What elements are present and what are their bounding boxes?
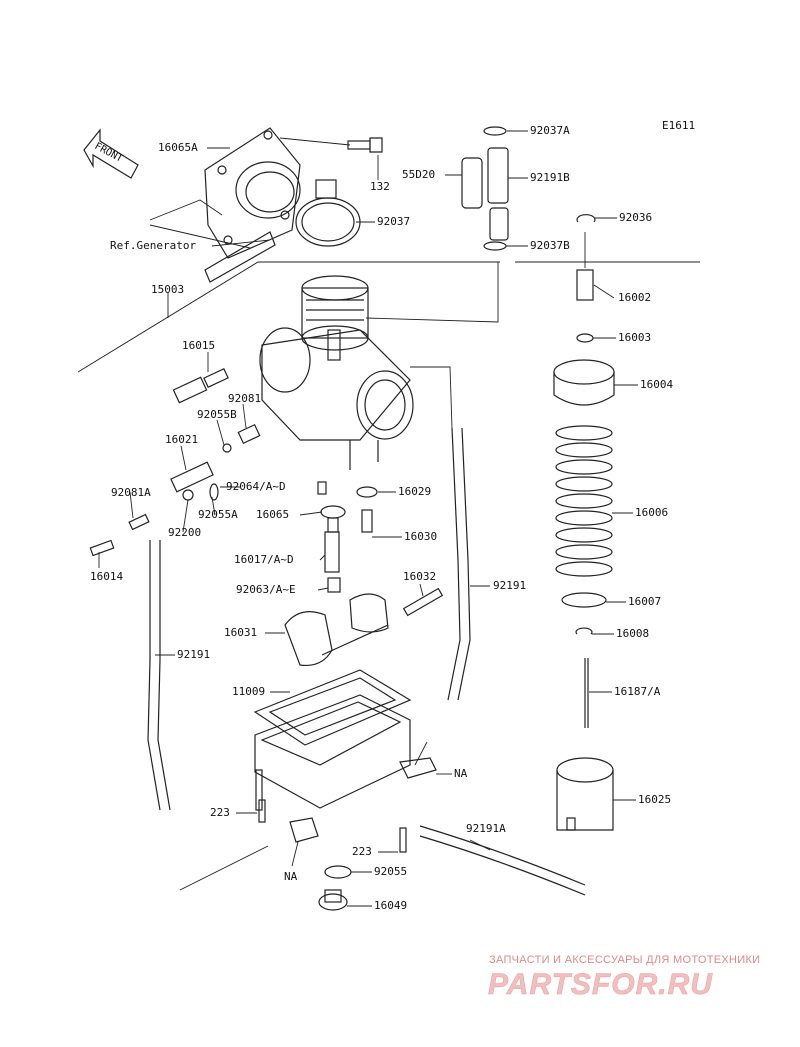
float-drawing — [284, 593, 389, 667]
label-92081A: 92081A — [111, 486, 151, 499]
label-223-left: 223 — [210, 806, 230, 819]
label-92055B: 92055B — [197, 408, 237, 421]
intake-holder-drawing — [204, 127, 301, 259]
label-16015: 16015 — [182, 339, 215, 352]
label-16031: 16031 — [224, 626, 257, 639]
generator-strip-drawing — [204, 231, 276, 283]
carb-left-parts-drawing — [89, 368, 261, 557]
label-16021: 16021 — [165, 433, 198, 446]
hoses-drawing — [147, 427, 586, 896]
label-16065A: 16065A — [158, 141, 198, 154]
label-16017-A-D: 16017/A~D — [234, 553, 294, 566]
bolt-drawing — [347, 137, 383, 153]
label-16049: 16049 — [374, 899, 407, 912]
throttle-stack-drawing — [553, 214, 615, 831]
clamp-drawing — [295, 179, 361, 247]
diagram-code: E1611 — [662, 119, 695, 132]
label-92191-left: 92191 — [177, 648, 210, 661]
label-15003: 15003 — [151, 283, 184, 296]
label-92055: 92055 — [374, 865, 407, 878]
label-16007: 16007 — [628, 595, 661, 608]
watermark-logo: PARTSFOR.RU — [488, 968, 713, 1001]
label-92064-A-D: 92064/A~D — [226, 480, 286, 493]
label-na-right: NA — [454, 767, 468, 780]
label-16187-A: 16187/A — [614, 685, 661, 698]
label-92081: 92081 — [228, 392, 261, 405]
label-92191A: 92191A — [466, 822, 506, 835]
label-16032: 16032 — [403, 570, 436, 583]
float-bowl-drawing — [253, 669, 437, 911]
label-16030: 16030 — [404, 530, 437, 543]
label-ref-generator: Ref.Generator — [110, 239, 196, 252]
label-16065: 16065 — [256, 508, 289, 521]
label-92200: 92200 — [168, 526, 201, 539]
carburetor-body-drawing — [259, 275, 414, 470]
label-92191-right: 92191 — [493, 579, 526, 592]
front-label: FRONT — [93, 141, 125, 165]
label-16003: 16003 — [618, 331, 651, 344]
label-16004: 16004 — [640, 378, 673, 391]
label-16002: 16002 — [618, 291, 651, 304]
label-55D20: 55D20 — [402, 168, 435, 181]
label-16008: 16008 — [616, 627, 649, 640]
label-16025: 16025 — [638, 793, 671, 806]
label-92055A: 92055A — [198, 508, 238, 521]
label-16014: 16014 — [90, 570, 123, 583]
leader-lines — [98, 130, 638, 907]
jet-parts-drawing — [317, 481, 444, 617]
label-92063-A-E: 92063/A~E — [236, 583, 296, 596]
label-92191B: 92191B — [530, 171, 570, 184]
label-na-left: NA — [284, 870, 298, 883]
label-132: 132 — [370, 180, 390, 193]
label-92036: 92036 — [619, 211, 652, 224]
label-92037B: 92037B — [530, 239, 570, 252]
label-92037A: 92037A — [530, 124, 570, 137]
label-16029: 16029 — [398, 485, 431, 498]
assembly-lines-drawing — [77, 199, 700, 891]
watermark-tagline: ЗАПЧАСТИ И АКСЕССУАРЫ ДЛЯ МОТОТЕХНИКИ — [489, 954, 760, 966]
label-11009: 11009 — [232, 685, 265, 698]
vent-hose-parts-drawing — [461, 126, 509, 251]
label-16006: 16006 — [635, 506, 668, 519]
label-92037: 92037 — [377, 215, 410, 228]
front-arrow-icon — [83, 128, 139, 179]
label-223-right: 223 — [352, 845, 372, 858]
